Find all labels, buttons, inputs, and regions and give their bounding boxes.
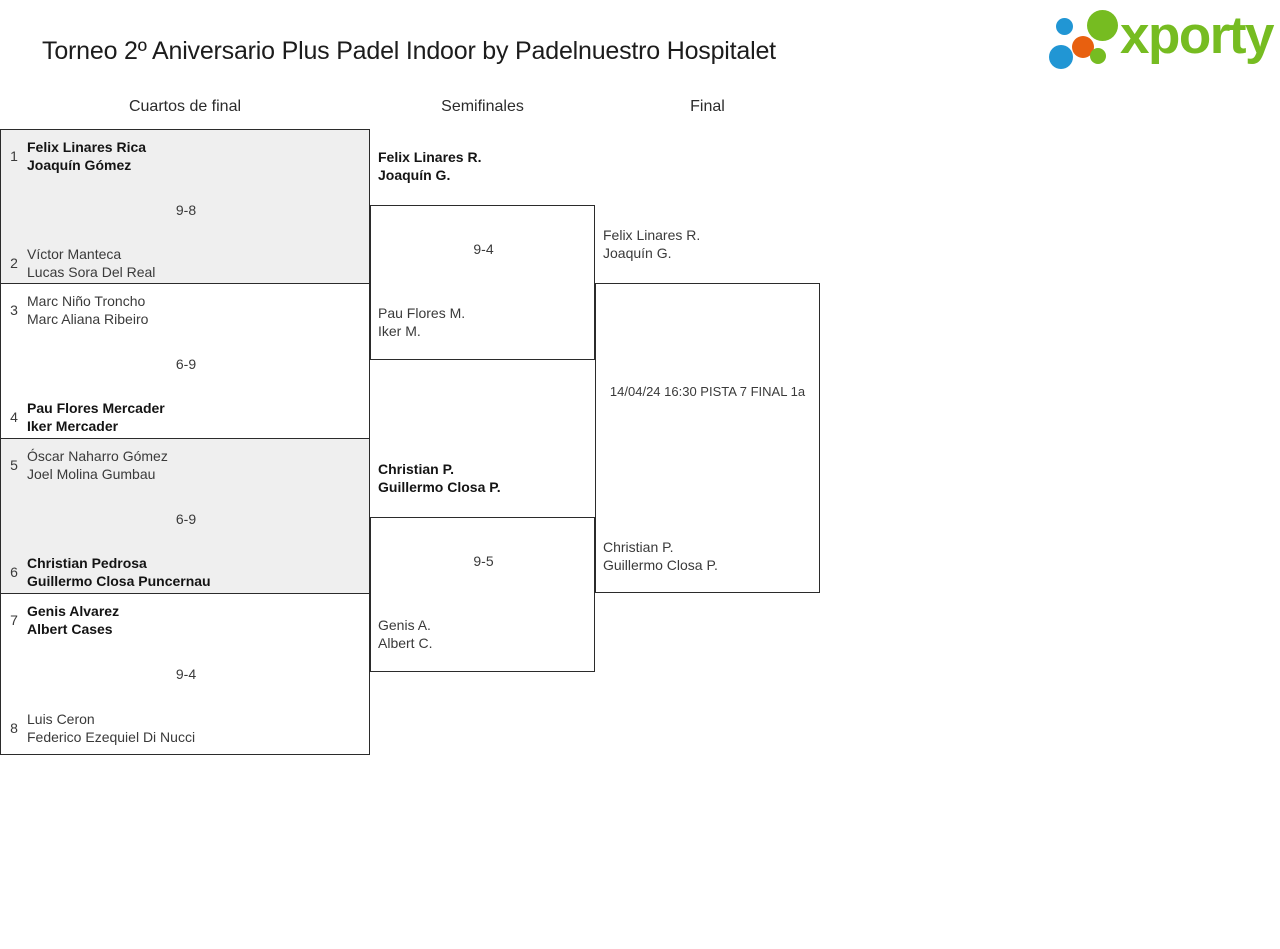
- quarterfinal-1-bottom-team[interactable]: 2 Víctor Manteca Lucas Sora Del Real: [1, 245, 371, 281]
- logo-dot-blue-top-icon: [1056, 18, 1073, 35]
- semifinal-1-score: 9-4: [473, 241, 494, 257]
- final-top-team[interactable]: Felix Linares R. Joaquín G.: [595, 226, 820, 262]
- seed-number: 2: [10, 255, 18, 271]
- semifinal-2-bottom-team[interactable]: Genis A. Albert C.: [370, 616, 595, 652]
- quarterfinal-match-3[interactable]: 5 Óscar Naharro Gómez Joel Molina Gumbau…: [0, 438, 370, 598]
- quarterfinal-match-4[interactable]: 7 Genis Alvarez Albert Cases 9-4 8 Luis …: [0, 593, 370, 755]
- seed-number: 8: [10, 720, 18, 736]
- quarterfinal-2-score: 6-9: [175, 355, 197, 372]
- seed-number: 6: [10, 564, 18, 580]
- player-name: Christian Pedrosa: [27, 555, 147, 571]
- team-names: Pau Flores Mercader Iker Mercader: [27, 399, 165, 435]
- quarterfinal-3-bottom-team[interactable]: 6 Christian Pedrosa Guillermo Closa Punc…: [1, 554, 371, 590]
- quarterfinal-3-top-team[interactable]: 5 Óscar Naharro Gómez Joel Molina Gumbau: [1, 447, 371, 483]
- player-name: Felix Linares Rica: [27, 139, 147, 155]
- team-names: Christian P. Guillermo Closa P.: [603, 538, 820, 574]
- round-header-quarterfinals: Cuartos de final: [128, 98, 242, 115]
- semifinal-2-top-team[interactable]: Christian P. Guillermo Closa P.: [370, 460, 595, 496]
- semifinal-1-bottom-team[interactable]: Pau Flores M. Iker M.: [370, 304, 595, 340]
- player-name: Felix Linares R.: [603, 227, 701, 243]
- quarterfinal-match-2[interactable]: 3 Marc Niño Troncho Marc Aliana Ribeiro …: [0, 283, 370, 443]
- team-names: Luis Ceron Federico Ezequiel Di Nucci: [27, 710, 195, 746]
- semifinal-2-score: 9-5: [473, 553, 494, 569]
- player-name: Genis Alvarez: [27, 603, 120, 619]
- player-name: Víctor Manteca: [27, 246, 122, 262]
- tournament-title-line-1: Torneo 2º Aniversario Plus Padel Indoor …: [42, 37, 776, 65]
- quarterfinal-4-score: 9-4: [175, 666, 197, 682]
- player-name: Albert Cases: [27, 621, 113, 637]
- xporty-logo[interactable]: xporty: [1048, 6, 1276, 69]
- seed-number: 4: [10, 409, 18, 425]
- quarterfinal-1-top-team[interactable]: 1 Felix Linares Rica Joaquín Gómez: [1, 138, 371, 174]
- team-names: Christian Pedrosa Guillermo Closa Puncer…: [27, 554, 211, 590]
- bracket-tree: 1 Felix Linares Rica Joaquín Gómez 9-8 2…: [0, 129, 830, 755]
- seed-number: 1: [10, 148, 18, 164]
- semifinal-1-top-team[interactable]: Felix Linares R. Joaquín G.: [370, 148, 595, 184]
- seed-number: 7: [10, 612, 18, 628]
- logo-dots-icon: [1048, 8, 1126, 69]
- team-names: Genis Alvarez Albert Cases: [27, 602, 119, 638]
- quarterfinal-3-score: 6-9: [175, 510, 197, 527]
- logo-dot-green-large-icon: [1087, 10, 1118, 41]
- player-name: Pau Flores M.: [378, 305, 466, 321]
- final-schedule: 14/04/24 16:30 PISTA 7 FINAL 1a: [609, 384, 806, 399]
- team-names: Pau Flores M. Iker M.: [378, 304, 595, 340]
- quarterfinal-1-score: 9-8: [175, 201, 197, 218]
- team-names: Marc Niño Troncho Marc Aliana Ribeiro: [27, 292, 148, 328]
- semifinal-match-1[interactable]: 9-4: [370, 205, 595, 360]
- team-names: Christian P. Guillermo Closa P.: [378, 460, 595, 496]
- player-name: Joaquín G.: [603, 245, 672, 261]
- semifinal-match-2[interactable]: 9-5: [370, 517, 595, 672]
- player-name: Christian P.: [603, 539, 674, 555]
- round-header-final: Final: [690, 98, 725, 115]
- team-names: Felix Linares R. Joaquín G.: [378, 148, 595, 184]
- team-names: Genis A. Albert C.: [378, 616, 595, 652]
- quarterfinal-2-top-team[interactable]: 3 Marc Niño Troncho Marc Aliana Ribeiro: [1, 292, 371, 328]
- team-names: Víctor Manteca Lucas Sora Del Real: [27, 245, 155, 281]
- player-name: Joaquín G.: [378, 167, 451, 183]
- team-names: Óscar Naharro Gómez Joel Molina Gumbau: [27, 447, 168, 483]
- team-names: Felix Linares R. Joaquín G.: [603, 226, 820, 262]
- logo-dot-orange-icon: [1072, 36, 1094, 58]
- final-match[interactable]: [595, 283, 820, 593]
- player-name: Joel Molina Gumbau: [27, 466, 156, 482]
- player-name: Joaquín Gómez: [27, 157, 132, 173]
- player-name: Iker M.: [378, 323, 421, 339]
- player-name: Federico Ezequiel Di Nucci: [27, 729, 196, 745]
- player-name: Guillermo Closa P.: [378, 479, 501, 495]
- player-name: Marc Aliana Ribeiro: [27, 311, 149, 327]
- quarterfinal-match-1[interactable]: 1 Felix Linares Rica Joaquín Gómez 9-8 2…: [0, 129, 370, 289]
- player-name: Luis Ceron: [27, 711, 95, 727]
- round-header-semifinals: Semifinales: [441, 98, 524, 115]
- player-name: Genis A.: [378, 617, 431, 633]
- quarterfinal-2-bottom-team[interactable]: 4 Pau Flores Mercader Iker Mercader: [1, 399, 371, 435]
- quarterfinal-4-top-team[interactable]: 7 Genis Alvarez Albert Cases: [1, 602, 371, 638]
- quarterfinal-4-bottom-team[interactable]: 8 Luis Ceron Federico Ezequiel Di Nucci: [1, 710, 371, 746]
- seed-number: 3: [10, 302, 18, 318]
- player-name: Felix Linares R.: [378, 149, 482, 165]
- final-bottom-team[interactable]: Christian P. Guillermo Closa P.: [595, 538, 820, 574]
- logo-dot-green-small-icon: [1090, 48, 1106, 64]
- team-names: Felix Linares Rica Joaquín Gómez: [27, 138, 146, 174]
- player-name: Albert C.: [378, 635, 433, 651]
- player-name: Guillermo Closa Puncernau: [27, 573, 211, 589]
- player-name: Óscar Naharro Gómez: [27, 448, 168, 464]
- player-name: Iker Mercader: [27, 418, 119, 434]
- logo-wordmark: xporty: [1120, 6, 1274, 65]
- seed-number: 5: [10, 457, 18, 473]
- player-name: Guillermo Closa P.: [603, 557, 718, 573]
- page-header: Torneo 2º Aniversario Plus Padel Indoor …: [0, 0, 1280, 164]
- player-name: Marc Niño Troncho: [27, 293, 146, 309]
- player-name: Christian P.: [378, 461, 454, 477]
- logo-dot-blue-lower-icon: [1049, 45, 1073, 69]
- player-name: Lucas Sora Del Real: [27, 264, 156, 280]
- player-name: Pau Flores Mercader: [27, 400, 165, 416]
